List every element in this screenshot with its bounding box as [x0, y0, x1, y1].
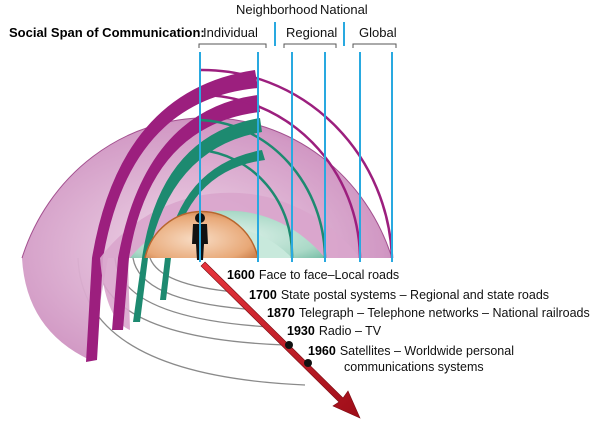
era-dot-1960: [304, 359, 312, 367]
floor-ring-2: [132, 257, 246, 310]
floor-ring-1: [149, 257, 236, 293]
bracket-individual: [198, 43, 267, 48]
era-markers: [285, 341, 312, 367]
span-brackets: [198, 43, 397, 48]
bracket-regional: [283, 43, 337, 48]
span-label-neighborhood: Neighborhood: [236, 2, 318, 17]
span-label-individual: Individual: [203, 25, 258, 40]
span-marker-lines: [199, 22, 393, 262]
era-dot-1930: [285, 341, 293, 349]
span-label-global: Global: [359, 25, 397, 40]
era-1960-line2: communications systems: [344, 360, 484, 374]
right-rims: [199, 68, 394, 259]
span-label-national: National: [320, 2, 368, 17]
arrow-icon: [200, 261, 361, 419]
span-label-regional: Regional: [286, 25, 337, 40]
bracket-global: [352, 43, 397, 48]
diagram-title: Social Span of Communication:: [9, 25, 205, 40]
